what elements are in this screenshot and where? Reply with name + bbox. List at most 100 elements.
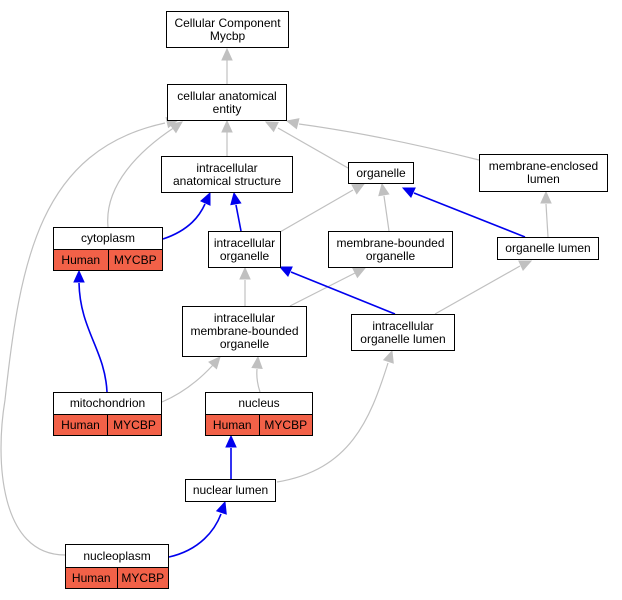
edge-mito-to-imbo-line	[161, 364, 214, 403]
node-label: nucleus	[238, 396, 280, 410]
node-label: nucleoplasm	[83, 548, 151, 563]
edge-organelle-to-cae	[264, 121, 349, 169]
edge-io-to-ias	[230, 191, 242, 232]
edge-mbo-to-organelle-line	[383, 195, 390, 232]
species-tag[interactable]: Human	[212, 417, 252, 432]
edge-nucleus-to-imbo-line	[256, 368, 261, 393]
node-nuclear-lumen[interactable]: nuclear lumen	[185, 479, 276, 502]
node-label: mitochondrion	[69, 396, 146, 410]
node-intracellular-organelle-lumen[interactable]: intracellular organelle lumen	[351, 314, 455, 351]
gene-tag[interactable]: MYCBP	[107, 250, 163, 270]
node-label: organelle lumen	[505, 241, 591, 255]
node-membrane-bounded-organelle[interactable]: membrane-bounded organelle	[328, 231, 453, 268]
node-organelle-lumen[interactable]: organelle lumen	[497, 237, 599, 260]
edge-cytoplasm-to-ias	[162, 191, 211, 240]
edge-io-to-organelle	[279, 183, 366, 233]
edge-imbo-to-io-arrowhead	[239, 266, 251, 280]
edge-iol-to-ol-arrowhead	[518, 260, 533, 272]
node-intracellular-anatomical-structure[interactable]: intracellular anatomical structure	[161, 156, 293, 193]
annotation-row: Human MYCBP	[206, 414, 312, 435]
edge-mel-to-cae-line	[298, 123, 480, 161]
edge-ias-to-cae	[221, 119, 233, 156]
edge-organelle-to-cae-line	[277, 127, 349, 169]
node-label: Mycbp	[209, 28, 246, 43]
annotation-row: Human MYCBP	[54, 414, 161, 435]
node-label: entity	[212, 101, 242, 116]
node-label: cytoplasm	[80, 231, 136, 245]
edge-ol-to-organelle-arrowhead	[401, 187, 416, 199]
species-tag[interactable]: Human	[71, 570, 111, 585]
edge-mito-to-cytoplasm	[73, 269, 108, 393]
node-label: intracellular	[213, 311, 276, 325]
edge-nl-to-iol-arrowhead	[382, 349, 394, 364]
edge-io-to-organelle-arrowhead	[351, 183, 366, 195]
edge-mel-to-cae	[285, 118, 480, 161]
edge-np-to-nl-line	[168, 513, 222, 558]
node-label: lumen	[527, 172, 560, 186]
annotation-row: Human MYCBP	[66, 567, 168, 588]
edge-nucleus-to-imbo-arrowhead	[251, 355, 263, 369]
node-label: nuclear lumen	[192, 483, 269, 497]
edge-nucleoplasm-to-cae	[0, 116, 180, 556]
edge-imbo-to-mbo-arrowhead	[352, 267, 367, 279]
edge-cae-to-cc	[221, 47, 233, 84]
node-label: intracellular	[372, 318, 434, 333]
node-nucleus[interactable]: nucleus Human MYCBP	[205, 392, 313, 436]
edge-mito-to-imbo-arrowhead	[208, 356, 221, 370]
node-label: organelle	[356, 165, 406, 180]
node-label: anatomical structure	[172, 173, 282, 188]
node-intracellular-membrane-bounded-organelle[interactable]: intracellular membrane-bounded organelle	[182, 306, 307, 357]
edge-cytoplasm-to-cae-arrowhead	[169, 121, 183, 134]
species-tag[interactable]: Human	[61, 417, 100, 432]
edge-iol-to-ol-line	[434, 265, 521, 315]
node-label: organelle	[219, 337, 270, 351]
node-membrane-enclosed-lumen[interactable]: membrane-enclosed lumen	[479, 154, 608, 192]
edge-nl-to-nucleus	[225, 434, 237, 479]
edge-iol-to-io-arrowhead	[278, 266, 293, 278]
edge-iol-to-io-line	[290, 271, 396, 315]
species-tag[interactable]: Human	[61, 252, 101, 267]
edge-imbo-to-mbo	[289, 267, 367, 307]
node-mitochondrion[interactable]: mitochondrion Human MYCBP	[53, 392, 162, 436]
edge-cytoplasm-to-cae	[107, 121, 183, 228]
edge-ol-to-organelle	[401, 187, 526, 238]
edge-mito-to-cytoplasm-line	[78, 282, 108, 393]
node-label: organelle	[365, 248, 416, 263]
edge-nl-to-iol	[276, 349, 394, 483]
node-nucleoplasm[interactable]: nucleoplasm Human MYCBP	[65, 544, 169, 589]
edge-ol-to-mel	[540, 190, 552, 238]
edge-np-to-nl-arrowhead	[215, 500, 227, 515]
node-label: intracellular	[196, 160, 258, 175]
node-cellular-component-mycbp[interactable]: Cellular Component Mycbp	[166, 11, 289, 48]
node-label: intracellular	[213, 235, 276, 250]
edge-imbo-to-mbo-line	[289, 272, 356, 307]
edge-nucleus-to-imbo	[251, 355, 263, 393]
node-label: organelle lumen	[360, 331, 446, 346]
node-intracellular-organelle[interactable]: intracellular organelle	[208, 231, 281, 268]
edge-iol-to-ol	[434, 260, 533, 315]
node-cellular-anatomical-entity[interactable]: cellular anatomical entity	[167, 84, 287, 121]
gene-tag[interactable]: MYCBP	[107, 415, 161, 435]
edge-cytoplasm-to-cae-line	[107, 126, 176, 228]
node-label: organelle	[219, 248, 270, 263]
edge-nucleoplasm-to-cae-line	[0, 122, 166, 556]
edge-cytoplasm-to-ias-line	[162, 203, 206, 240]
edge-mbo-to-organelle	[378, 182, 390, 232]
edge-cytoplasm-to-ias-arrowhead	[199, 191, 211, 206]
node-label: membrane-bounded	[190, 324, 299, 338]
edge-ol-to-mel-line	[545, 203, 549, 238]
gene-tag[interactable]: MYCBP	[258, 415, 313, 435]
edge-io-to-ias-arrowhead	[230, 191, 242, 206]
node-label: Cellular Component	[174, 15, 281, 30]
annotation-row: Human MYCBP	[54, 249, 162, 270]
edge-ol-to-mel-arrowhead	[540, 190, 552, 204]
edge-mbo-to-organelle-arrowhead	[378, 182, 390, 197]
edge-io-to-ias-line	[235, 204, 242, 232]
node-organelle[interactable]: organelle	[348, 162, 414, 184]
edge-imbo-to-io	[239, 266, 251, 306]
node-label: membrane-bounded	[336, 235, 445, 250]
gene-tag[interactable]: MYCBP	[116, 568, 169, 588]
node-cytoplasm[interactable]: cytoplasm Human MYCBP	[53, 227, 163, 271]
